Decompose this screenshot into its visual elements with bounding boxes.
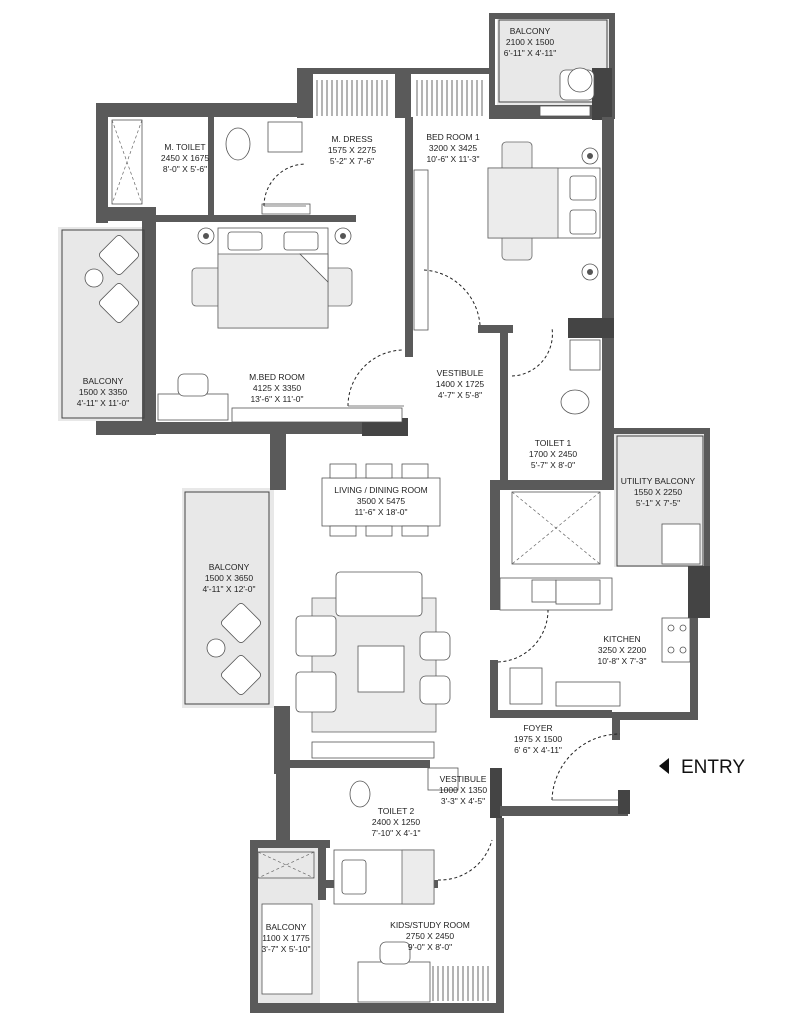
svg-text:4125 X 3350: 4125 X 3350 [253, 383, 301, 393]
svg-text:5'-7" X 8'-0": 5'-7" X 8'-0" [531, 460, 575, 470]
svg-text:TOILET 2: TOILET 2 [378, 806, 415, 816]
svg-text:BALCONY: BALCONY [510, 26, 551, 36]
svg-text:8'-0" X 5'-6": 8'-0" X 5'-6" [163, 164, 207, 174]
svg-text:3200 X 3425: 3200 X 3425 [429, 143, 477, 153]
svg-text:10'-6" X 11'-3": 10'-6" X 11'-3" [426, 154, 479, 164]
svg-text:TOILET 1: TOILET 1 [535, 438, 572, 448]
room-label-toilet-2: TOILET 2 2400 X 1250 7'-10" X 4'-1" [372, 806, 421, 838]
shafts [111, 119, 601, 879]
room-label-m-bed-room: M.BED ROOM 4125 X 3350 13'-6" X 11'-0" [249, 372, 305, 404]
svg-text:1500 X 3350: 1500 X 3350 [79, 387, 127, 397]
svg-text:5'-1" X 7'-5": 5'-1" X 7'-5" [636, 498, 680, 508]
room-label-living-dining: LIVING / DINING ROOM 3500 X 5475 11'-6" … [334, 485, 428, 517]
svg-text:1000 X 1350: 1000 X 1350 [439, 785, 487, 795]
svg-text:M. DRESS: M. DRESS [331, 134, 372, 144]
svg-text:BED ROOM 1: BED ROOM 1 [426, 132, 480, 142]
svg-text:4'-11" X 12'-0": 4'-11" X 12'-0" [202, 584, 255, 594]
walls [96, 13, 710, 1013]
entry-label: ENTRY [681, 757, 745, 778]
room-label-kitchen: KITCHEN 3250 X 2200 10'-8" X 7'-3" [598, 634, 647, 666]
svg-text:11'-6" X 18'-0": 11'-6" X 18'-0" [354, 507, 407, 517]
svg-text:4'-11" X 11'-0": 4'-11" X 11'-0" [77, 398, 129, 408]
room-label-balcony-left: BALCONY 1500 X 3350 4'-11" X 11'-0" [77, 376, 129, 408]
svg-text:BALCONY: BALCONY [266, 922, 307, 932]
room-label-kids-study: KIDS/STUDY ROOM 2750 X 2450 9'-0" X 8'-0… [390, 920, 470, 952]
svg-text:2750 X 2450: 2750 X 2450 [406, 931, 454, 941]
room-label-foyer: FOYER 1975 X 1500 6' 6" X 4'-11" [514, 723, 562, 755]
svg-text:4'-7" X 5'-8": 4'-7" X 5'-8" [438, 390, 482, 400]
room-label-m-dress: M. DRESS 1575 X 2275 5'-2" X 7'-6" [328, 134, 376, 166]
svg-text:KIDS/STUDY ROOM: KIDS/STUDY ROOM [390, 920, 470, 930]
svg-text:BALCONY: BALCONY [83, 376, 124, 386]
room-label-toilet-1: TOILET 1 1700 X 2450 5'-7" X 8'-0" [529, 438, 577, 470]
svg-text:1550 X 2250: 1550 X 2250 [634, 487, 682, 497]
svg-text:5'-2" X 7'-6": 5'-2" X 7'-6" [330, 156, 374, 166]
balcony-rails [61, 19, 704, 1001]
svg-text:1100 X 1775: 1100 X 1775 [262, 933, 310, 943]
svg-text:3250 X 2200: 3250 X 2200 [598, 645, 646, 655]
room-label-utility-balcony: UTILITY BALCONY 1550 X 2250 5'-1" X 7'-5… [621, 476, 696, 508]
svg-text:9'-0" X 8'-0": 9'-0" X 8'-0" [408, 942, 452, 952]
svg-text:13'-6" X 11'-0": 13'-6" X 11'-0" [250, 394, 303, 404]
svg-text:2450 X 1675: 2450 X 1675 [161, 153, 209, 163]
svg-text:KITCHEN: KITCHEN [603, 634, 640, 644]
svg-text:10'-8" X 7'-3": 10'-8" X 7'-3" [598, 656, 647, 666]
room-label-balcony-top: BALCONY 2100 X 1500 6'-11" X 4'-11" [504, 26, 556, 58]
svg-text:M.BED ROOM: M.BED ROOM [249, 372, 305, 382]
entry-arrow-icon [659, 758, 669, 774]
furniture [84, 67, 701, 1003]
svg-text:2400 X 1250: 2400 X 1250 [372, 817, 420, 827]
svg-text:UTILITY BALCONY: UTILITY BALCONY [621, 476, 696, 486]
svg-text:1700 X 2450: 1700 X 2450 [529, 449, 577, 459]
svg-text:BALCONY: BALCONY [209, 562, 250, 572]
svg-text:7'-10" X 4'-1": 7'-10" X 4'-1" [372, 828, 421, 838]
svg-text:3'-7" X 5'-10": 3'-7" X 5'-10" [262, 944, 311, 954]
svg-text:FOYER: FOYER [523, 723, 552, 733]
door-swings [263, 163, 621, 881]
svg-text:2100 X 1500: 2100 X 1500 [506, 37, 554, 47]
svg-text:3500 X 5475: 3500 X 5475 [357, 496, 405, 506]
svg-text:M. TOILET: M. TOILET [164, 142, 205, 152]
room-label-vestibule-1: VESTIBULE 1400 X 1725 4'-7" X 5'-8" [436, 368, 484, 400]
room-label-m-toilet: M. TOILET 2450 X 1675 8'-0" X 5'-6" [161, 142, 209, 174]
svg-text:VESTIBULE: VESTIBULE [440, 774, 487, 784]
svg-text:VESTIBULE: VESTIBULE [437, 368, 484, 378]
svg-text:6'-11" X 4'-11": 6'-11" X 4'-11" [504, 48, 556, 58]
svg-text:LIVING / DINING ROOM: LIVING / DINING ROOM [334, 485, 428, 495]
svg-text:6' 6" X 4'-11": 6' 6" X 4'-11" [514, 745, 562, 755]
svg-text:1500 X 3650: 1500 X 3650 [205, 573, 253, 583]
svg-text:1975 X 1500: 1975 X 1500 [514, 734, 562, 744]
room-label-balcony-bottom: BALCONY 1100 X 1775 3'-7" X 5'-10" [262, 922, 311, 954]
room-label-balcony-mid: BALCONY 1500 X 3650 4'-11" X 12'-0" [202, 562, 255, 594]
svg-text:1575 X 2275: 1575 X 2275 [328, 145, 376, 155]
room-label-bed-room-1: BED ROOM 1 3200 X 3425 10'-6" X 11'-3" [426, 132, 480, 164]
svg-text:1400 X 1725: 1400 X 1725 [436, 379, 484, 389]
svg-text:3'-3" X 4'-5": 3'-3" X 4'-5" [441, 796, 485, 806]
room-label-vestibule-2: VESTIBULE 1000 X 1350 3'-3" X 4'-5" [439, 774, 487, 806]
